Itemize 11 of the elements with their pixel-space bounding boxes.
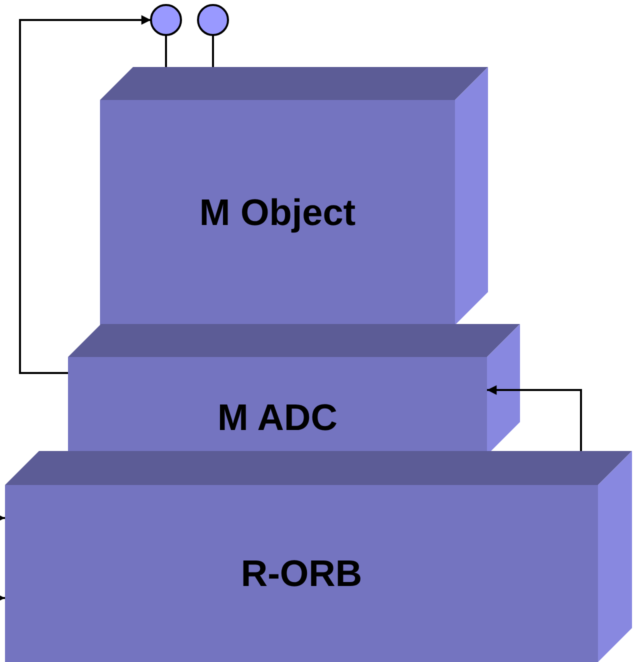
arrow — [19, 15, 151, 374]
layer-label: M Object — [199, 192, 356, 234]
connector-line — [212, 35, 214, 67]
arrow — [0, 513, 5, 523]
arrow — [0, 593, 5, 603]
port-circle — [197, 4, 229, 36]
connector-line — [165, 35, 167, 67]
layer-label: M ADC — [218, 397, 338, 439]
arrow — [487, 385, 582, 451]
port-circle — [150, 4, 182, 36]
layer-label: R-ORB — [240, 552, 362, 594]
